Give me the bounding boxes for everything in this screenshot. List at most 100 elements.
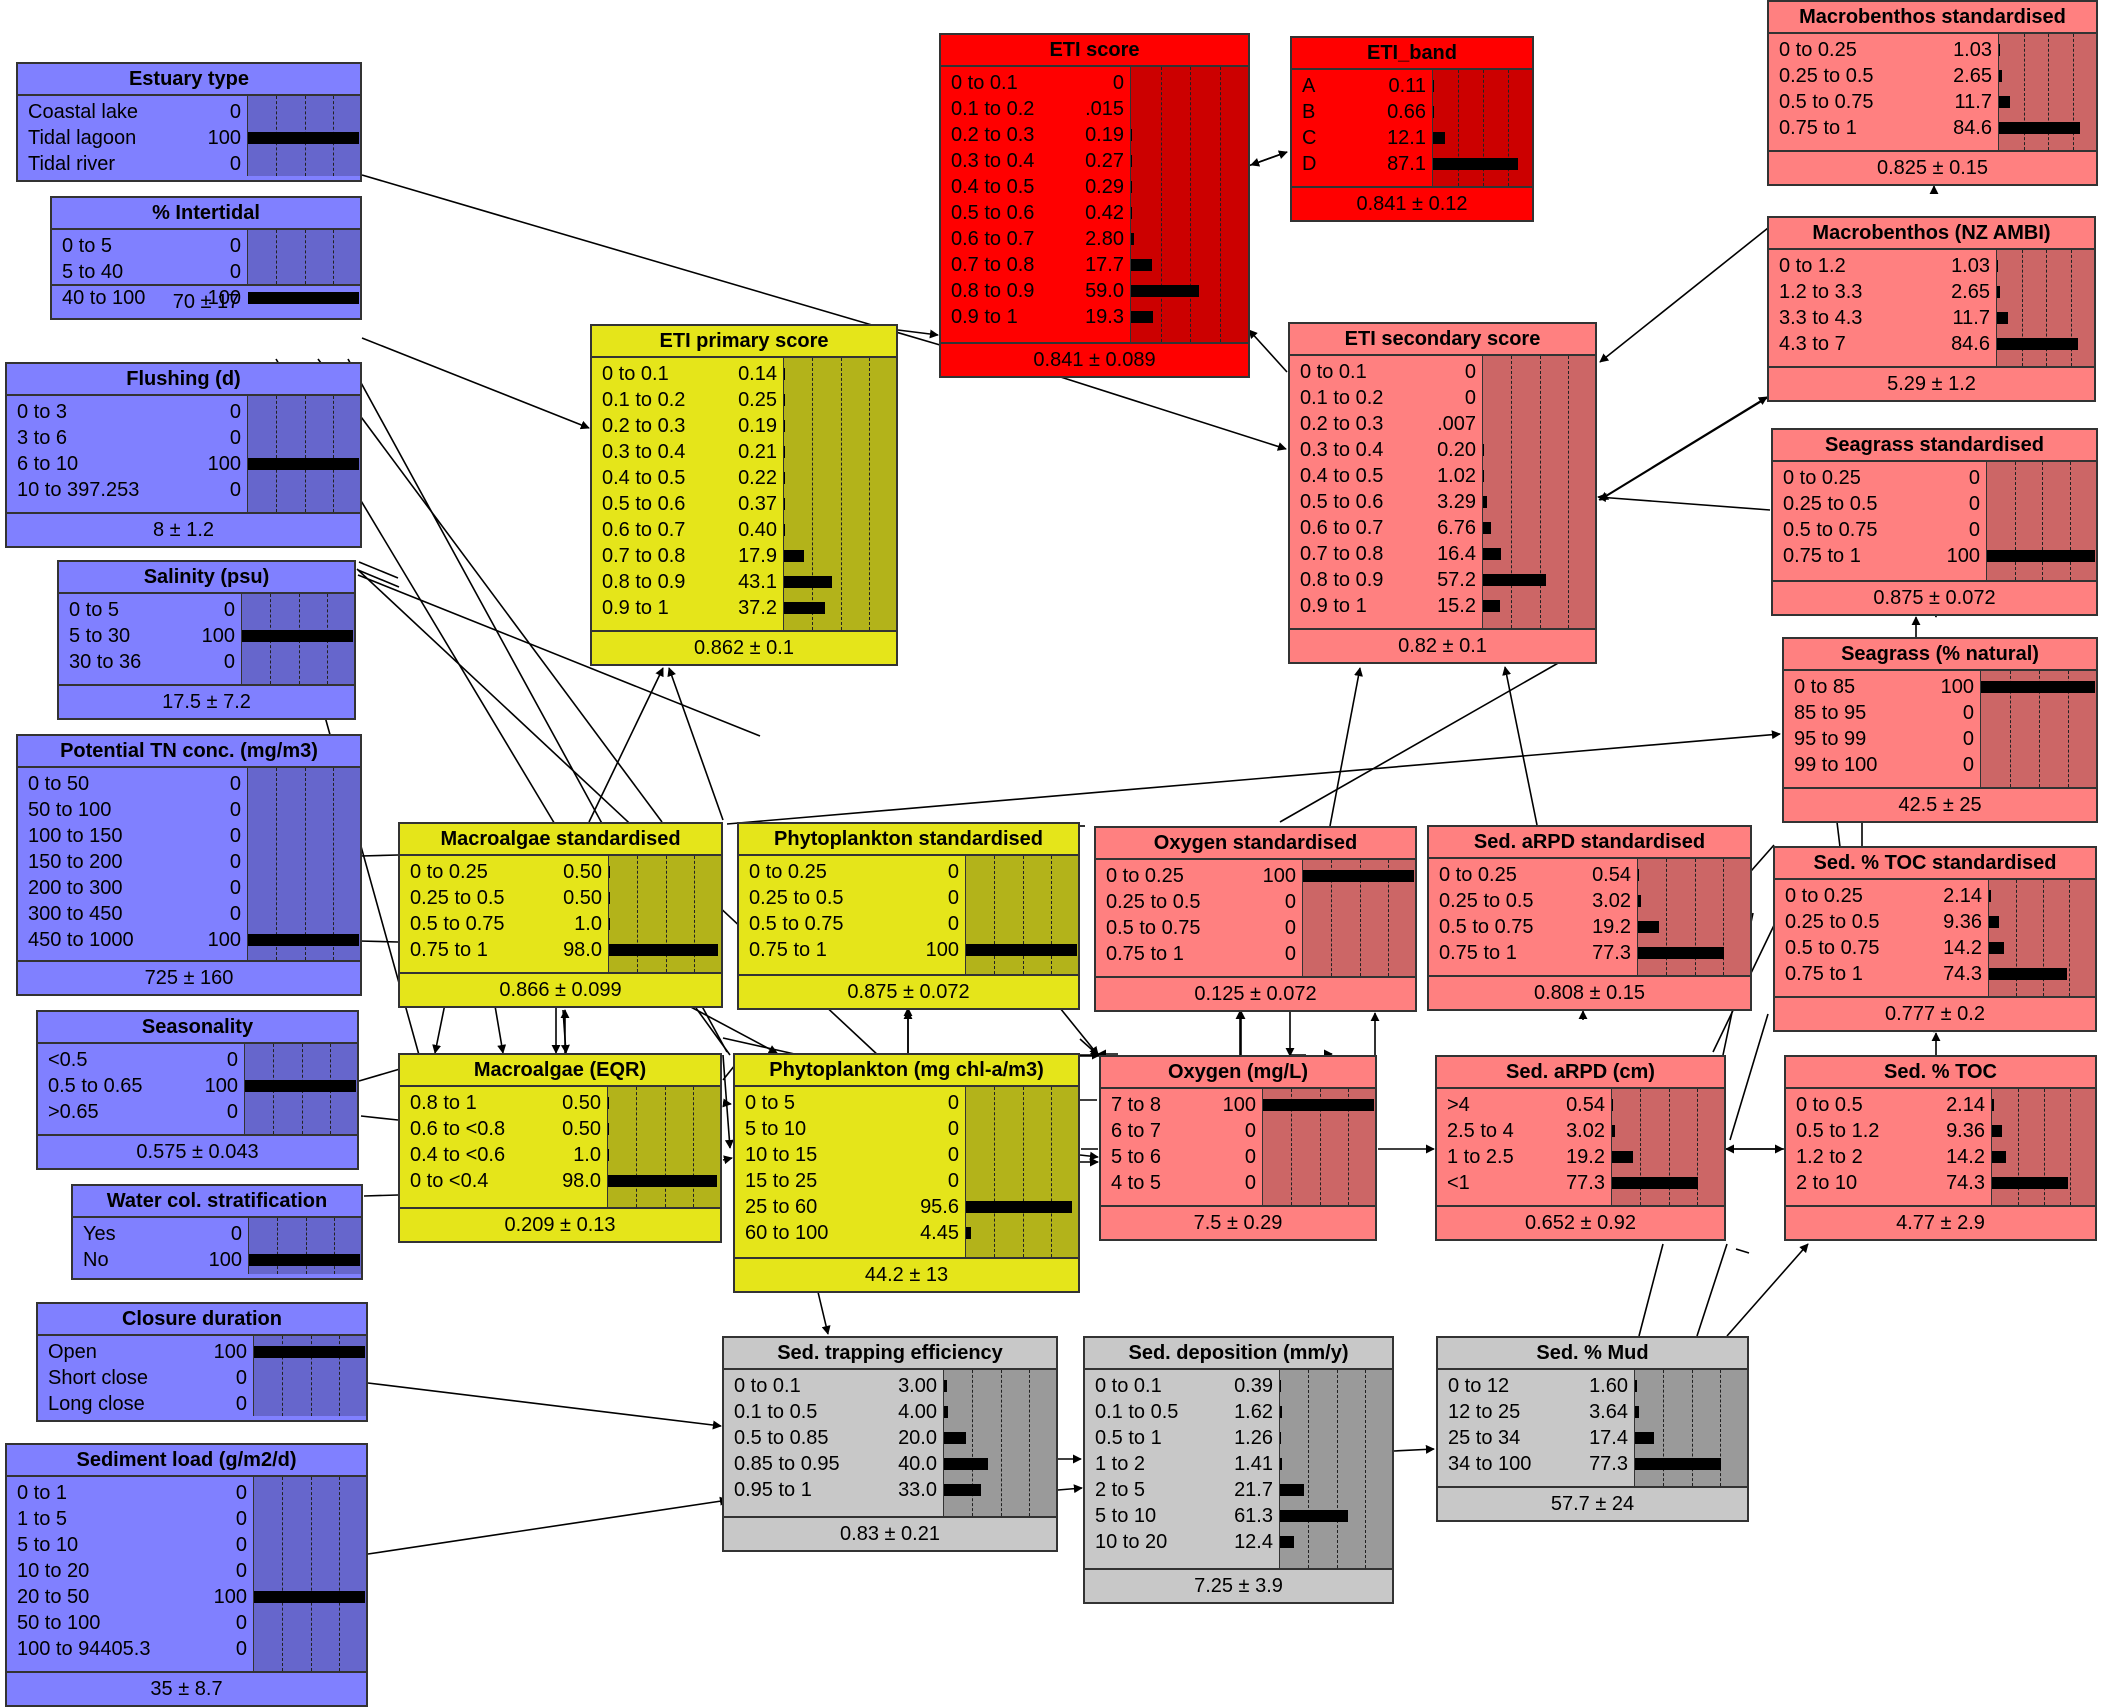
edge-arrow bbox=[722, 1098, 732, 1108]
gridline bbox=[282, 1477, 284, 1671]
gridline bbox=[2042, 462, 2043, 580]
state-label: 0 to 0.25 bbox=[1785, 885, 1863, 907]
state-probability: 0 bbox=[229, 799, 241, 821]
edge-arrow bbox=[361, 337, 590, 430]
state-probability: 100 bbox=[207, 287, 241, 309]
state-probability: 0 bbox=[229, 773, 241, 795]
edge-line bbox=[357, 569, 400, 588]
belief-bar bbox=[966, 1227, 971, 1239]
state-label: 0 to 0.1 bbox=[951, 72, 1018, 94]
gridline bbox=[2069, 880, 2071, 996]
node-title: ETI score bbox=[941, 35, 1248, 67]
state-probability: 0 bbox=[1284, 891, 1296, 913]
edge-arrow bbox=[1044, 371, 1287, 451]
state-label: 0.9 to 1 bbox=[602, 597, 669, 619]
belief-bar bbox=[1635, 1432, 1655, 1444]
edge-arrow bbox=[1393, 1444, 1435, 1454]
gridline bbox=[665, 856, 667, 972]
gridline bbox=[1539, 356, 1541, 628]
state-label: Short close bbox=[48, 1367, 149, 1389]
state-label: 0.9 to 1 bbox=[1300, 595, 1367, 617]
edge-arrow bbox=[688, 1005, 778, 1054]
state-probability: 1.0 bbox=[573, 1144, 601, 1166]
belief-bar-column bbox=[247, 396, 360, 512]
state-label: 4 to 5 bbox=[1111, 1172, 1162, 1194]
node-expected-value: 4.77 ± 2.9 bbox=[1786, 1205, 2095, 1239]
gridline bbox=[2015, 880, 2017, 996]
state-probability: 100 bbox=[1222, 1094, 1256, 1116]
gridline bbox=[276, 768, 278, 960]
gridline bbox=[812, 358, 814, 630]
state-probability: 9.36 bbox=[1943, 911, 1982, 933]
gridline bbox=[1000, 1370, 1002, 1516]
belief-bar bbox=[254, 1591, 365, 1603]
state-label: 0.75 to 1 bbox=[1106, 943, 1184, 965]
state-row: 0.1 to 0.2.015 bbox=[941, 96, 1130, 122]
state-probability: 0 bbox=[235, 1393, 247, 1415]
state-label: 2 to 10 bbox=[1796, 1172, 1858, 1194]
state-probability: 0.27 bbox=[1085, 150, 1124, 172]
node-title: Seasonality bbox=[38, 1012, 357, 1044]
gridline bbox=[2069, 462, 2071, 580]
state-probability: .007 bbox=[1437, 413, 1476, 435]
state-probability: 14.2 bbox=[1946, 1146, 1985, 1168]
gridline bbox=[338, 1336, 340, 1416]
state-probability: 0 bbox=[1244, 1146, 1256, 1168]
state-label: D bbox=[1302, 153, 1317, 175]
belief-bar-column bbox=[248, 1218, 361, 1274]
node-expected-value: 0.875 ± 0.072 bbox=[739, 974, 1078, 1008]
